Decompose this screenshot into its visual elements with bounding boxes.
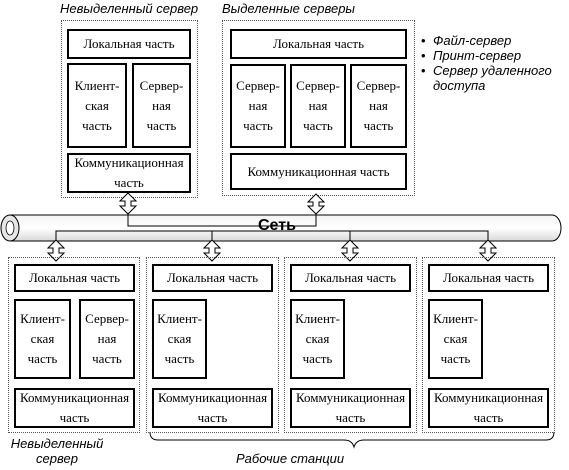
arrow-top-right: [306, 193, 326, 215]
top-right-server-part-3: Сервер- ная часть: [350, 64, 407, 148]
bottom-left-server-frame: [8, 257, 140, 433]
top-left-client-part: Клиент- ская часть: [67, 63, 127, 148]
bottom-left-server-part: Сервер- ная часть: [79, 299, 135, 379]
top-left-comm-part: Коммуникационная часть: [67, 153, 191, 193]
workstation-3-comm-part: Коммуникационная часть: [428, 388, 549, 428]
arrow-bottom-3: [340, 239, 360, 262]
workstation-1-client-part: Клиент- ская часть: [152, 299, 207, 379]
arrow-bottom-2: [202, 239, 222, 262]
workstation-2-client-part: Клиент- ская часть: [290, 299, 345, 379]
arrow-top-left: [118, 192, 138, 215]
bottom-left-caption: Невыделенный сервер: [10, 436, 104, 466]
bottom-left-local-part: Локальная часть: [14, 264, 135, 292]
top-right-server-part-2: Сервер- ная часть: [290, 64, 346, 148]
server-type-print: Принт-сервер: [421, 48, 552, 63]
server-type-file: Файл-сервер: [421, 33, 552, 48]
server-type-remote-access: Сервер удаленного доступа: [421, 63, 552, 93]
workstations-caption: Рабочие станции: [236, 451, 345, 466]
top-right-comm-part: Коммуникационная часть: [230, 153, 407, 190]
top-right-caption: Выделенные серверы: [222, 1, 355, 16]
workstation-2-frame: [284, 257, 417, 433]
top-left-local-part: Локальная часть: [67, 29, 191, 59]
bottom-left-comm-part: Коммуникационная часть: [14, 388, 135, 428]
top-left-caption: Невыделенный сервер: [60, 1, 199, 16]
top-right-local-part: Локальная часть: [230, 29, 407, 59]
arrow-bottom-1: [46, 239, 66, 262]
workstation-2-comm-part: Коммуникационная часть: [290, 388, 411, 428]
workstation-1-comm-part: Коммуникационная часть: [152, 388, 273, 428]
workstation-3-frame: [422, 257, 555, 433]
workstations-brace: [149, 431, 555, 449]
dedicated-servers-frame: [222, 20, 415, 196]
workstation-1-local-part: Локальная часть: [152, 264, 273, 292]
top-right-server-part-1: Сервер- ная часть: [230, 64, 286, 148]
network-label: Сеть: [258, 217, 296, 234]
top-left-server-part: Сервер- ная часть: [132, 63, 191, 148]
bottom-left-client-part: Клиент- ская часть: [14, 299, 71, 379]
arrow-bottom-4: [478, 239, 498, 262]
workstation-3-local-part: Локальная часть: [428, 264, 549, 292]
workstation-3-client-part: Клиент- ская часть: [428, 299, 483, 379]
workstation-2-local-part: Локальная часть: [290, 264, 411, 292]
workstation-1-frame: [146, 257, 279, 433]
network-bus-cylinder: [0, 214, 562, 242]
server-types-list: Файл-сервер Принт-сервер Сервер удаленно…: [421, 33, 552, 93]
